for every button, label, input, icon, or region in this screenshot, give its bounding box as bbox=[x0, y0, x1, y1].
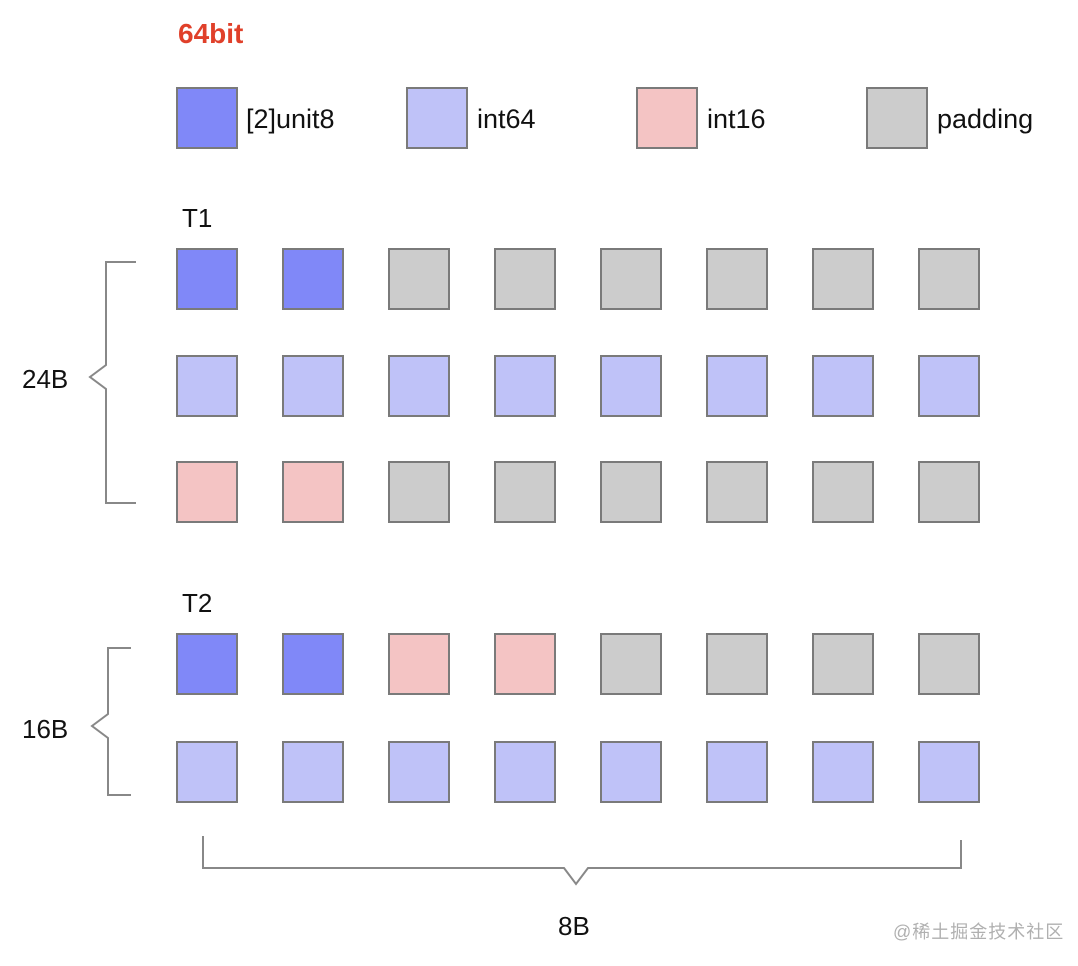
memory-cell-int64 bbox=[282, 741, 344, 803]
t1-size-brace bbox=[88, 261, 136, 504]
memory-cell-padding bbox=[918, 248, 980, 310]
memory-cell-int64 bbox=[176, 355, 238, 417]
memory-cell-padding bbox=[812, 633, 874, 695]
struct-t2-size-label: 16B bbox=[22, 714, 69, 744]
memory-cell-uint8-array bbox=[176, 633, 238, 695]
memory-cell-padding bbox=[918, 461, 980, 523]
memory-cell-padding bbox=[388, 461, 450, 523]
memory-cell-padding bbox=[600, 461, 662, 523]
legend-swatch-padding bbox=[866, 87, 928, 149]
memory-cell-int64 bbox=[706, 355, 768, 417]
memory-cell-uint8-array bbox=[282, 633, 344, 695]
memory-cell-padding bbox=[706, 633, 768, 695]
memory-cell-int64 bbox=[706, 741, 768, 803]
memory-cell-int16 bbox=[494, 633, 556, 695]
struct-t1-label: T1 bbox=[182, 203, 213, 233]
memory-cell-int64 bbox=[918, 741, 980, 803]
memory-cell-int64 bbox=[176, 741, 238, 803]
word-size-brace bbox=[202, 836, 962, 886]
memory-cell-padding bbox=[918, 633, 980, 695]
memory-cell-int16 bbox=[282, 461, 344, 523]
memory-cell-padding bbox=[388, 248, 450, 310]
memory-cell-int64 bbox=[388, 741, 450, 803]
struct-t1-size-label: 24B bbox=[22, 364, 69, 394]
memory-cell-padding bbox=[812, 248, 874, 310]
legend-swatch-uint8-array bbox=[176, 87, 238, 149]
memory-cell-int64 bbox=[494, 741, 556, 803]
legend-label-padding: padding bbox=[937, 104, 1034, 134]
memory-cell-padding bbox=[600, 633, 662, 695]
watermark: @稀土掘金技术社区 bbox=[893, 922, 1065, 942]
struct-t2-label: T2 bbox=[182, 588, 213, 618]
legend-label-int64: int64 bbox=[477, 104, 536, 134]
legend-swatch-int64 bbox=[406, 87, 468, 149]
memory-cell-padding bbox=[706, 248, 768, 310]
memory-cell-padding bbox=[494, 248, 556, 310]
memory-cell-padding bbox=[706, 461, 768, 523]
memory-cell-padding bbox=[600, 248, 662, 310]
memory-cell-int64 bbox=[600, 355, 662, 417]
legend-swatch-int16 bbox=[636, 87, 698, 149]
legend-label-int16: int16 bbox=[707, 104, 766, 134]
memory-cell-padding bbox=[812, 461, 874, 523]
memory-cell-padding bbox=[494, 461, 556, 523]
legend-label-uint8-array: [2]unit8 bbox=[246, 104, 335, 134]
memory-cell-int64 bbox=[494, 355, 556, 417]
memory-cell-int64 bbox=[282, 355, 344, 417]
memory-cell-int64 bbox=[918, 355, 980, 417]
memory-cell-int64 bbox=[600, 741, 662, 803]
memory-cell-int64 bbox=[812, 355, 874, 417]
t2-size-brace bbox=[90, 647, 131, 796]
memory-cell-uint8-array bbox=[282, 248, 344, 310]
diagram-title: 64bit bbox=[178, 18, 244, 49]
memory-cell-int16 bbox=[176, 461, 238, 523]
word-size-label: 8B bbox=[558, 911, 590, 941]
memory-cell-int64 bbox=[812, 741, 874, 803]
memory-cell-int16 bbox=[388, 633, 450, 695]
memory-cell-int64 bbox=[388, 355, 450, 417]
memory-cell-uint8-array bbox=[176, 248, 238, 310]
